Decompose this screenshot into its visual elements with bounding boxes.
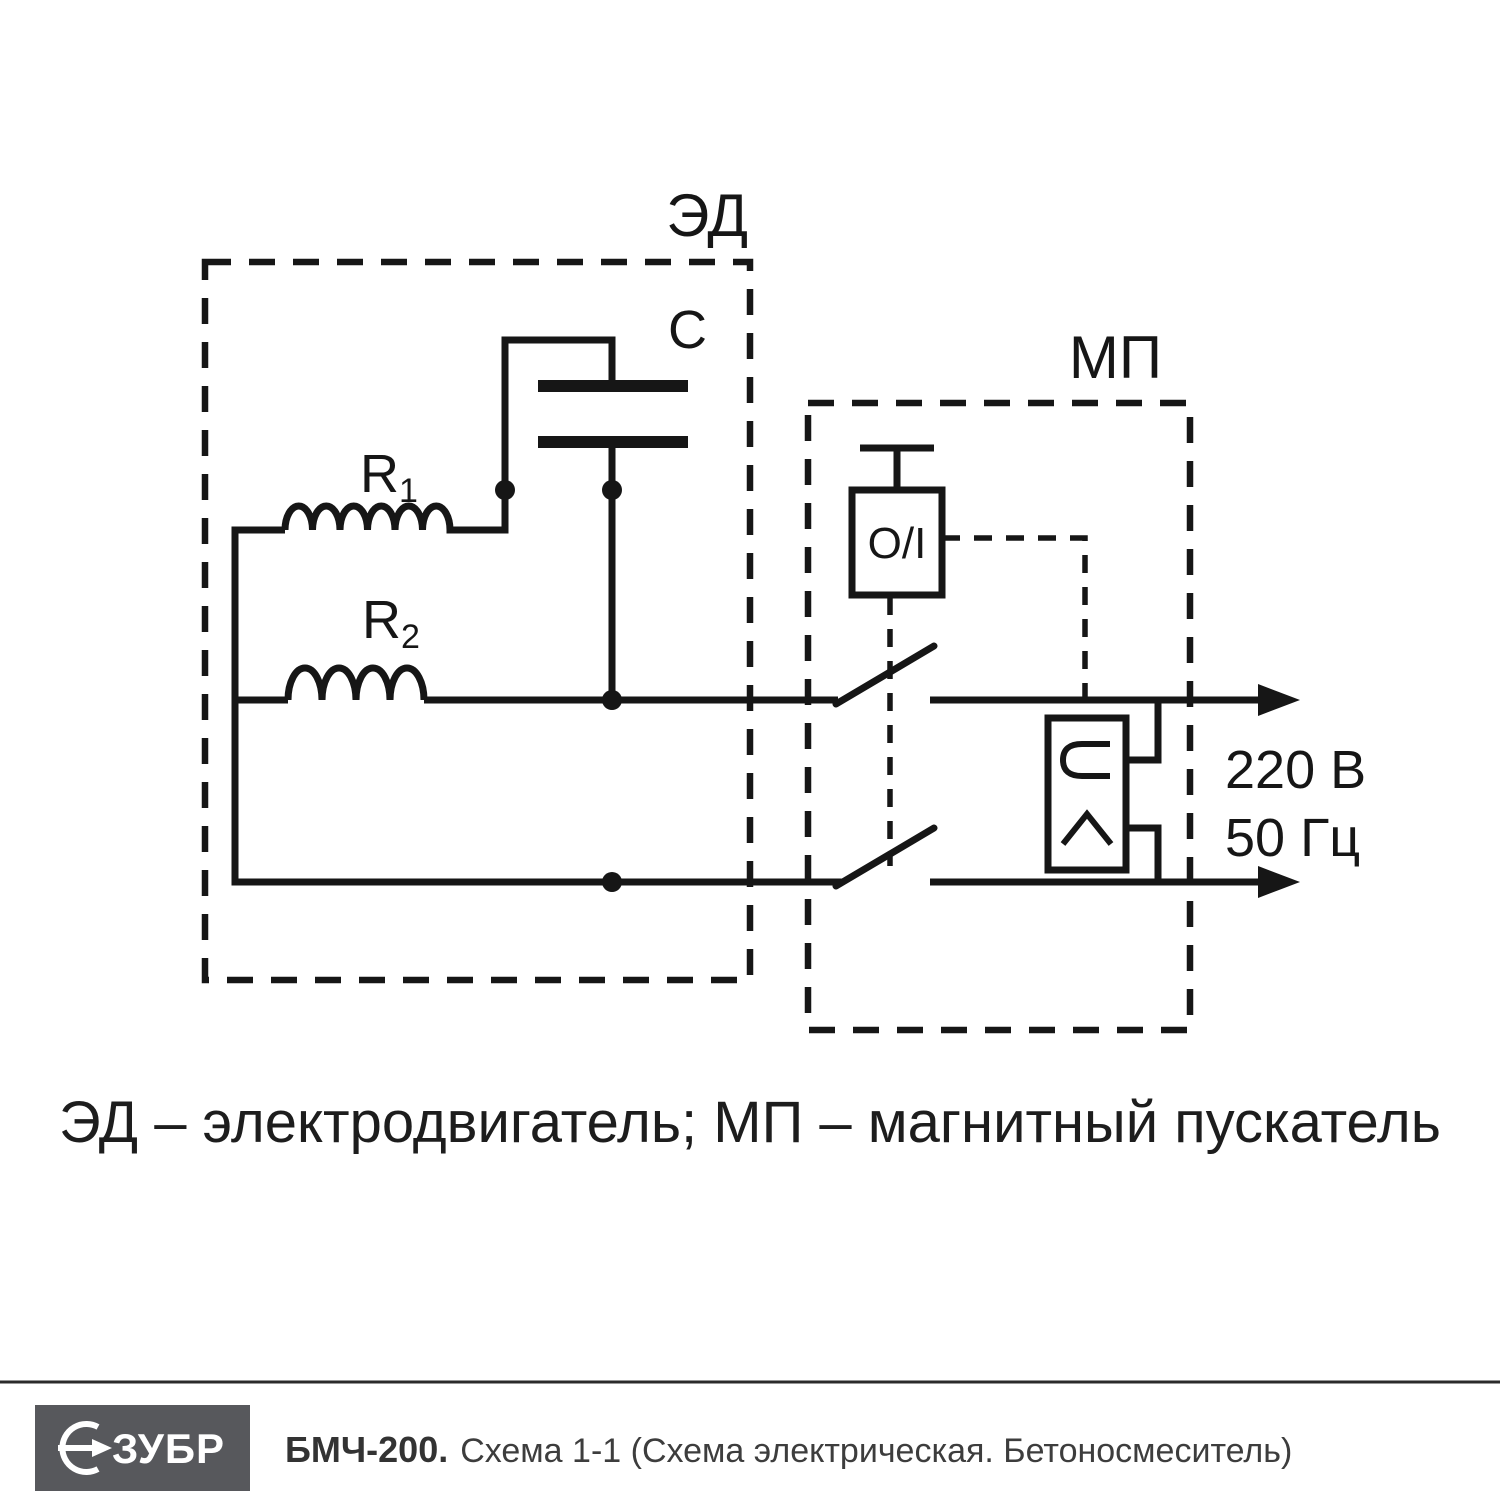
r2-label-base: R — [362, 590, 401, 650]
footer: ЗУБР БМЧ-200. Схема 1-1 (Схема электричес… — [0, 1380, 1500, 1491]
footer-model: БМЧ-200. — [285, 1429, 448, 1470]
starter-block-label: МП — [1069, 324, 1162, 391]
contact-top-blade — [832, 642, 938, 708]
r2-label-sub: 2 — [401, 618, 420, 656]
r1-label-base: R — [360, 444, 399, 504]
button-box — [848, 486, 946, 599]
brand-bison-icon — [58, 1421, 112, 1475]
arrow-top-icon — [1258, 684, 1300, 716]
r2-label: R2 — [362, 590, 420, 656]
button-label: O/I — [868, 519, 927, 568]
r1-label: R1 — [360, 444, 418, 510]
winding-r2: R2 — [235, 590, 838, 704]
contactor-coil — [1044, 700, 1162, 882]
coil-bottom-stub — [1126, 824, 1162, 882]
r1-coil — [281, 502, 454, 531]
junction-dot — [495, 480, 515, 500]
contact-top — [832, 642, 1262, 708]
voltage-label: 220 В — [1225, 740, 1366, 800]
brand-name: ЗУБР — [112, 1425, 225, 1472]
junction-dot — [602, 690, 622, 710]
winding-r1: R1 — [235, 336, 616, 534]
control-wire-dashed — [942, 535, 1088, 716]
r1-label-sub: 1 — [399, 472, 418, 510]
contact-bottom — [832, 824, 1262, 890]
contact-bottom-blade — [832, 824, 938, 890]
diagram-caption: ЭД – электродвигатель; МП – магнитный пу… — [59, 1090, 1441, 1155]
starter-dashed-box — [804, 399, 1194, 1034]
footer-caption: БМЧ-200. Схема 1-1 (Схема электрическая. … — [285, 1429, 1292, 1470]
arrow-bottom-icon — [1258, 866, 1300, 898]
coil-box — [1044, 714, 1130, 874]
r1-to-capacitor-wire — [446, 336, 616, 534]
r2-coil — [284, 664, 428, 701]
motor-block-boundary: ЭД — [201, 182, 754, 984]
motor-block-label: ЭД — [666, 182, 748, 249]
motor-dashed-box — [201, 258, 754, 984]
frequency-label: 50 Гц — [1225, 808, 1360, 868]
junction-dot — [602, 480, 622, 500]
capacitor: C — [538, 300, 707, 700]
thermal-symbol — [1060, 809, 1114, 846]
start-stop-button: O/I — [848, 444, 946, 599]
coil-symbol — [1059, 741, 1110, 779]
coil-top-stub — [1126, 700, 1162, 764]
starter-block-boundary: МП — [804, 324, 1194, 1034]
footer-description: Схема 1-1 (Схема электрическая. Бетоносм… — [460, 1432, 1292, 1470]
junction-dot — [602, 872, 622, 892]
capacitor-label: C — [668, 300, 707, 360]
